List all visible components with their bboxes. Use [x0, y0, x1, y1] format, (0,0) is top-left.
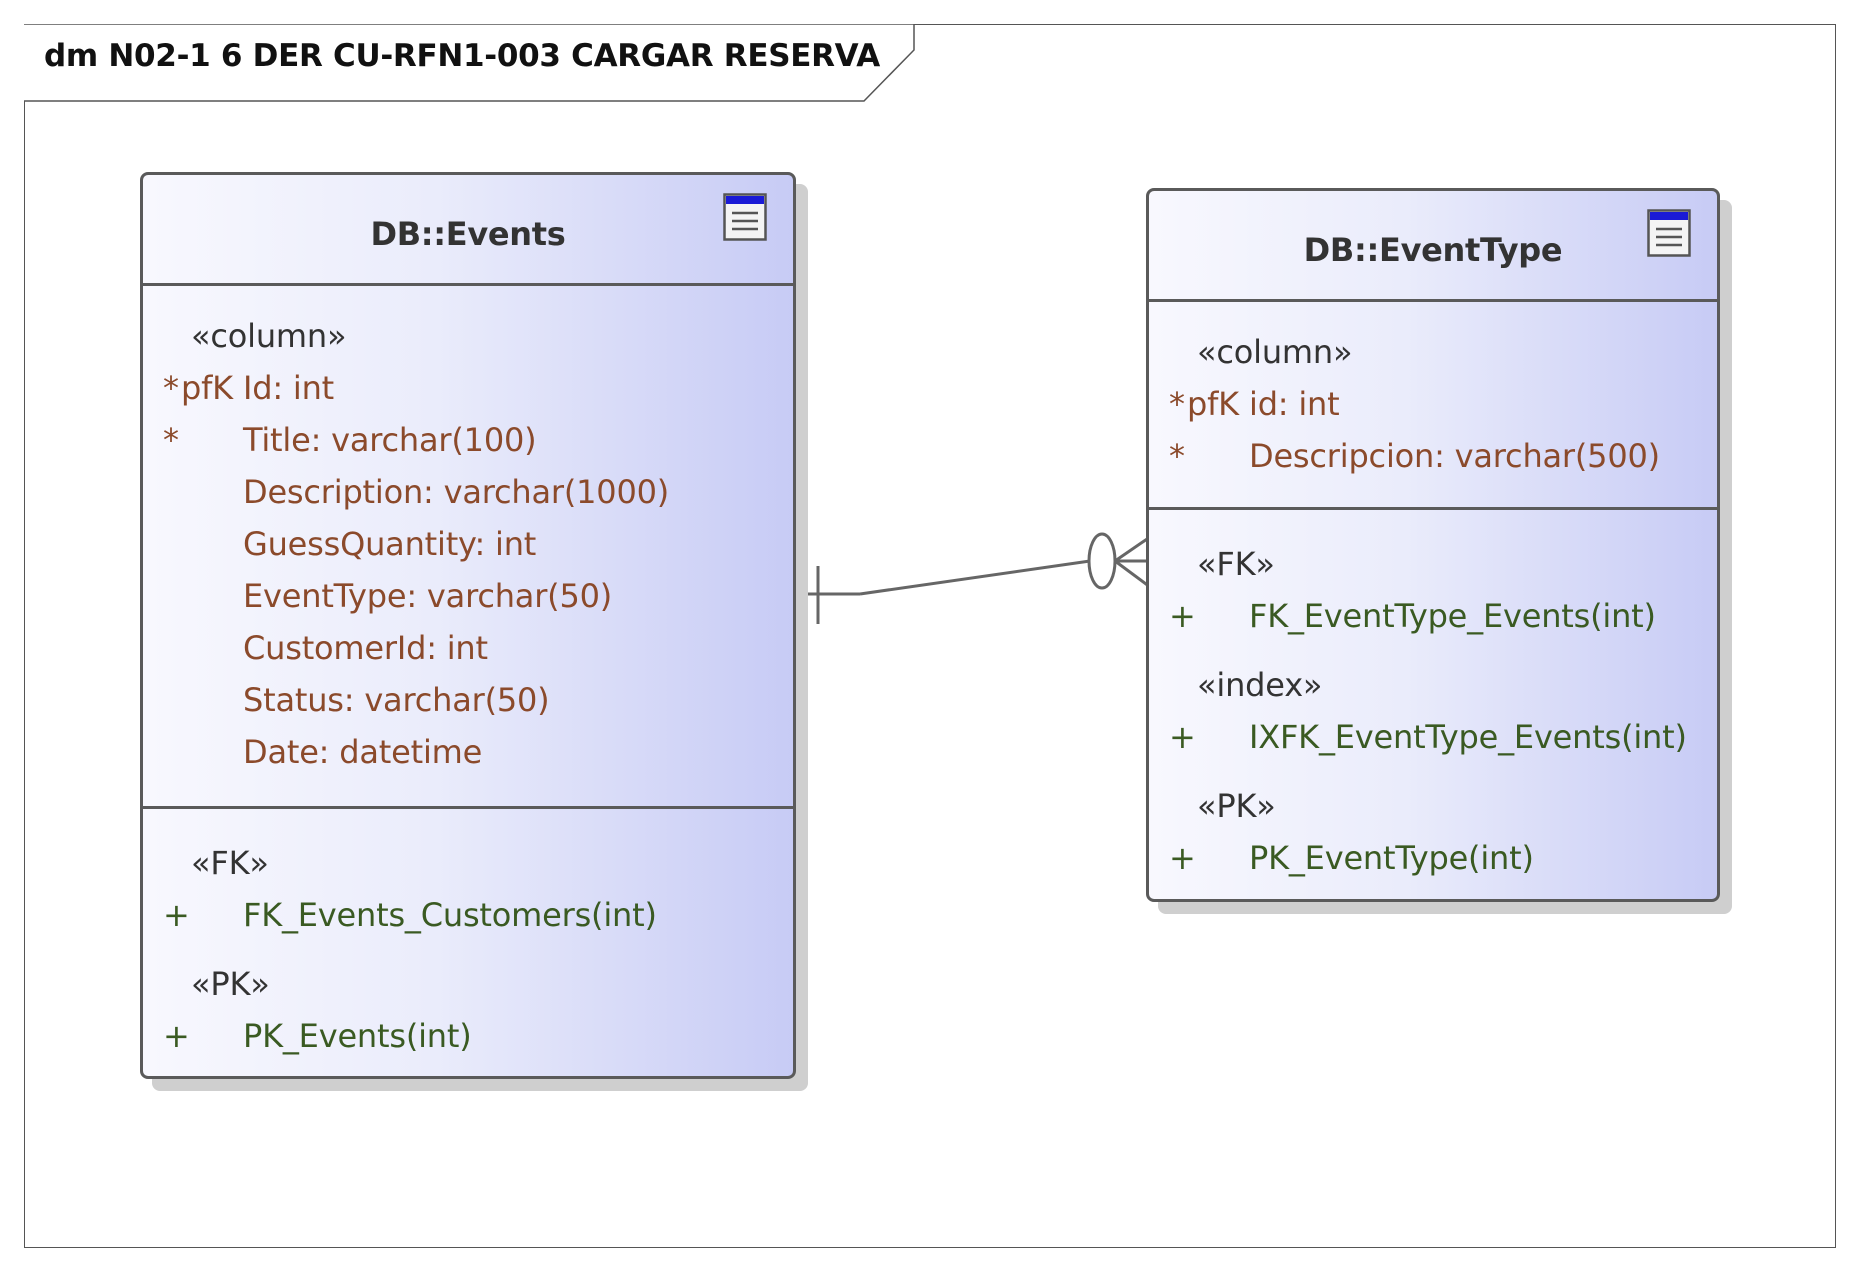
- table-icon: [723, 193, 767, 241]
- column-row[interactable]: * pfK Id: int: [163, 369, 335, 407]
- one-and-only-one-marker: [804, 566, 820, 624]
- table-eventtype[interactable]: DB::EventType «column» * pfK id: int * D…: [1146, 188, 1720, 902]
- key-label: pfK: [1187, 385, 1239, 423]
- column-row[interactable]: GuessQuantity: int: [243, 525, 537, 563]
- table-eventtype-operations: «FK» + FK_EventType_Events(int) «index» …: [1149, 507, 1717, 900]
- column-row[interactable]: CustomerId: int: [243, 629, 488, 667]
- column-row[interactable]: * pfK id: int: [1169, 385, 1340, 423]
- column-row[interactable]: Description: varchar(1000): [243, 473, 670, 511]
- zero-or-many-marker: [1087, 532, 1151, 590]
- table-eventtype-columns: «column» * pfK id: int * Descripcion: va…: [1149, 302, 1717, 507]
- column-row[interactable]: * Descripcion: varchar(500): [1169, 437, 1660, 475]
- diagram-title: dm N02-1 6 DER CU-RFN1-003 CARGAR RESERV…: [44, 38, 880, 74]
- pk-stereotype: «PK»: [191, 965, 270, 1003]
- column-row[interactable]: * Title: varchar(100): [163, 421, 537, 459]
- table-events[interactable]: DB::Events «column» * pfK Id: int * Titl…: [140, 172, 796, 1079]
- table-icon: [1647, 209, 1691, 257]
- diagram-frame-tab: [24, 24, 915, 102]
- columns-stereotype: «column»: [191, 317, 347, 355]
- table-events-operations: «FK» + FK_Events_Customers(int) «PK» + P…: [143, 806, 793, 1079]
- operation-row[interactable]: + IXFK_EventType_Events(int): [1169, 718, 1687, 756]
- diagram-frame: [24, 24, 1836, 1248]
- fk-stereotype: «FK»: [191, 844, 269, 882]
- operation-row[interactable]: + PK_EventType(int): [1169, 839, 1534, 877]
- column-row[interactable]: EventType: varchar(50): [243, 577, 613, 615]
- operation-row[interactable]: + FK_Events_Customers(int): [163, 896, 657, 934]
- fk-stereotype: «FK»: [1197, 545, 1275, 583]
- table-eventtype-name: DB::EventType: [1303, 231, 1563, 269]
- table-eventtype-header: DB::EventType: [1149, 191, 1717, 302]
- key-label: pfK: [181, 369, 233, 407]
- table-events-name: DB::Events: [370, 215, 566, 253]
- index-stereotype: «index»: [1197, 666, 1323, 704]
- table-events-columns: «column» * pfK Id: int * Title: varchar(…: [143, 286, 793, 806]
- table-events-header: DB::Events: [143, 175, 793, 286]
- pk-stereotype: «PK»: [1197, 787, 1276, 825]
- column-row[interactable]: Date: datetime: [243, 733, 483, 771]
- operation-row[interactable]: + PK_Events(int): [163, 1017, 472, 1055]
- columns-stereotype: «column»: [1197, 333, 1353, 371]
- column-row[interactable]: Status: varchar(50): [243, 681, 550, 719]
- operation-row[interactable]: + FK_EventType_Events(int): [1169, 597, 1656, 635]
